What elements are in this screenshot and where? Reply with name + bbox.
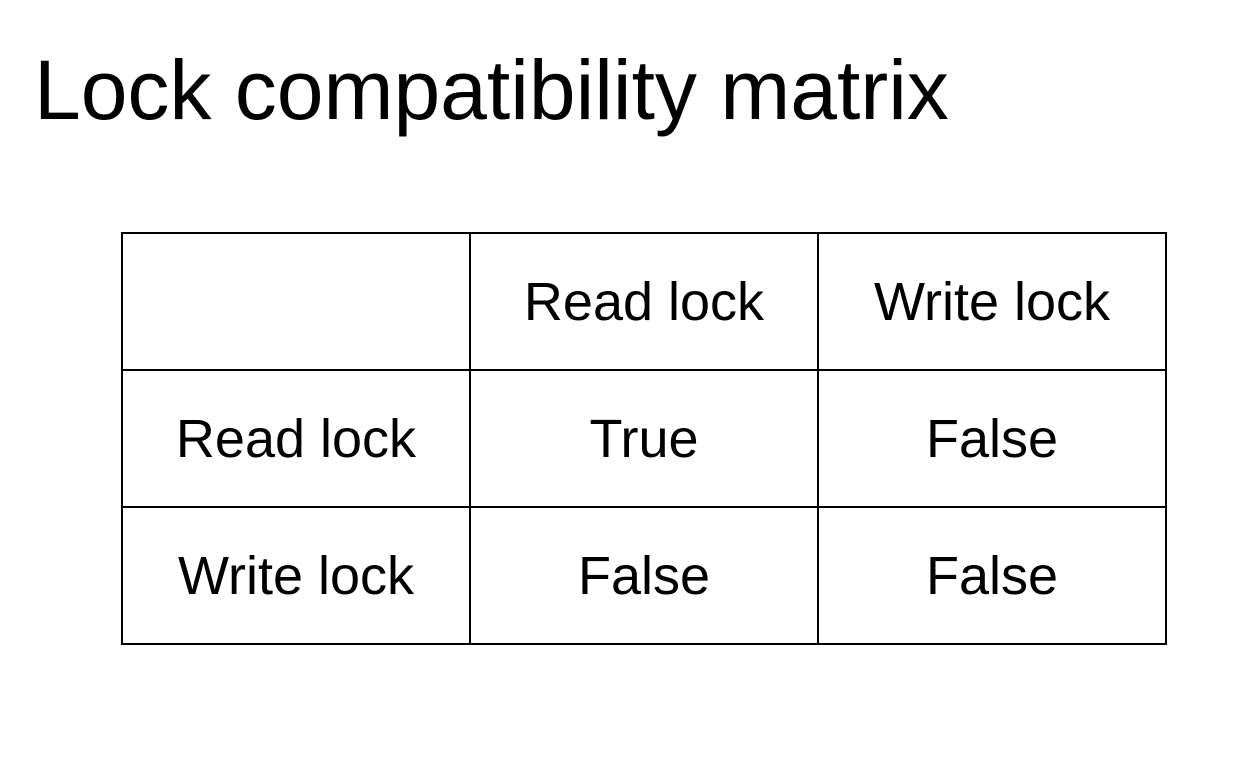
table-cell: False xyxy=(469,506,819,645)
table-row: Read lock True False xyxy=(121,369,1167,508)
column-header-write-lock: Write lock xyxy=(817,232,1167,371)
table-header-row: Read lock Write lock xyxy=(121,232,1167,371)
table-cell: False xyxy=(817,506,1167,645)
table-row: Write lock False False xyxy=(121,506,1167,645)
column-header-read-lock: Read lock xyxy=(469,232,819,371)
row-header-read-lock: Read lock xyxy=(121,369,471,508)
row-header-write-lock: Write lock xyxy=(121,506,471,645)
table-cell: True xyxy=(469,369,819,508)
page-title: Lock compatibility matrix xyxy=(34,43,949,137)
table-cell: False xyxy=(817,369,1167,508)
lock-compatibility-table: Read lock Write lock Read lock True Fals… xyxy=(121,232,1167,645)
table-corner-cell xyxy=(121,232,471,371)
